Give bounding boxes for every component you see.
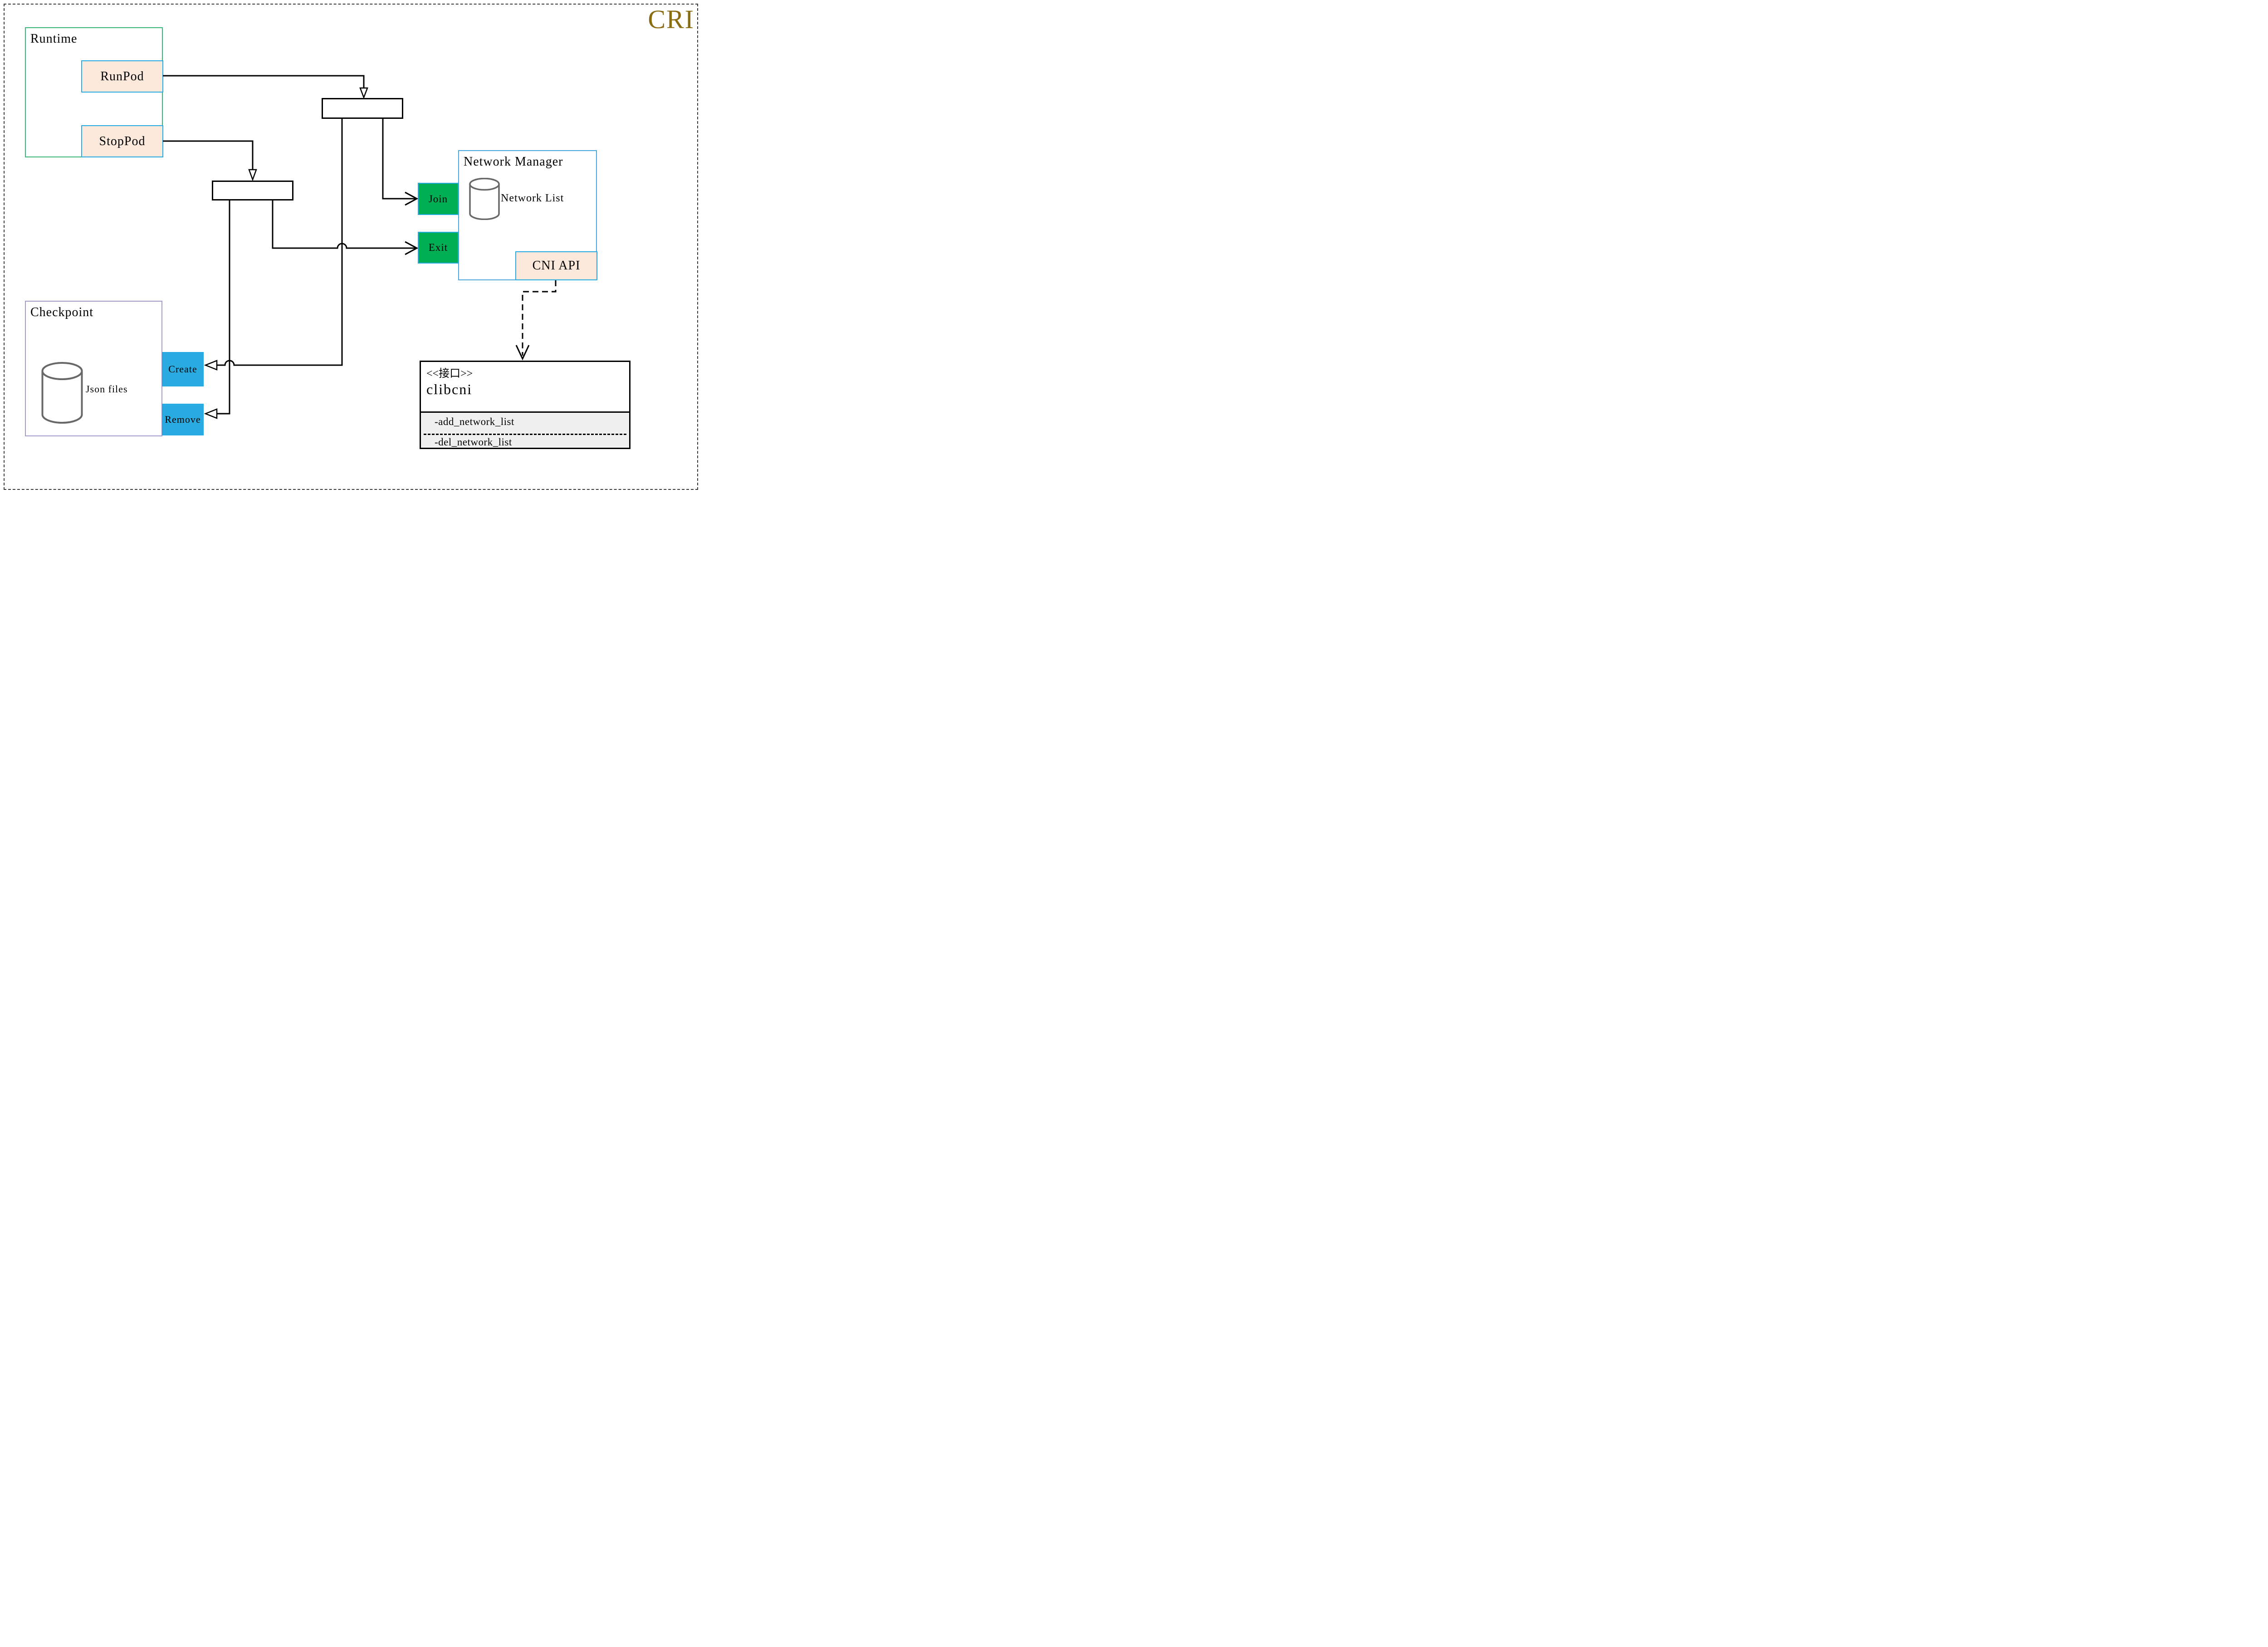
connector-bar1-to-create [217, 119, 343, 366]
stoppod-label: StopPod [99, 134, 146, 148]
method-del-network-list: -del_network_list [435, 436, 512, 448]
json-files-database-cylinder-icon [41, 362, 83, 424]
arrowhead-down-into-bar2 [248, 169, 257, 181]
connector-bar2-to-exit [272, 200, 416, 249]
connector-cniapi-to-clibcni-dashed [522, 280, 557, 356]
connector-runpod-to-bar1 [163, 75, 365, 88]
exit-label: Exit [428, 242, 448, 253]
connector-bar2-to-remove [217, 200, 230, 415]
cni-api-node: CNI API [515, 251, 597, 280]
diagram-title: CRI [648, 5, 694, 34]
junction-bar-top [322, 98, 403, 119]
stoppod-node: StopPod [81, 125, 163, 157]
network-manager-label: Network Manager [464, 155, 563, 169]
connector-bar1-to-join [382, 119, 416, 200]
clibcni-interface-box: <<接口>> clibcni -add_network_list -del_ne… [420, 361, 631, 449]
runpod-label: RunPod [100, 69, 144, 83]
remove-label: Remove [165, 414, 201, 425]
arrowhead-down-into-clibcni [515, 345, 530, 361]
join-node: Join [418, 183, 459, 215]
interface-methods-section: -add_network_list -del_network_list [421, 411, 629, 448]
interface-stereotype: <<接口>> [426, 368, 473, 380]
cni-api-label: CNI API [532, 259, 581, 273]
create-node: Create [162, 352, 204, 386]
junction-bar-middle [212, 181, 293, 200]
method-add-network-list: -add_network_list [435, 416, 514, 427]
create-label: Create [168, 363, 197, 375]
method-divider-dashed [424, 434, 626, 435]
arrowhead-left-into-remove [204, 408, 218, 419]
json-files-label: Json files [86, 383, 128, 395]
checkpoint-label: Checkpoint [30, 305, 94, 319]
interface-name: clibcni [426, 381, 473, 397]
arrowhead-right-into-exit [405, 241, 419, 255]
diagram-canvas: CRI Runtime RunPod StopPod Network Manag… [0, 0, 702, 494]
remove-node: Remove [162, 404, 204, 435]
exit-node: Exit [418, 232, 459, 264]
arrowhead-right-into-join [405, 191, 419, 206]
runpod-node: RunPod [81, 60, 163, 93]
arrowhead-down-into-bar1 [359, 87, 368, 99]
runtime-label: Runtime [30, 32, 78, 46]
join-label: Join [428, 193, 448, 205]
network-list-database-cylinder-icon [469, 177, 500, 220]
network-list-label: Network List [501, 192, 564, 204]
connector-stoppod-to-bar2 [163, 140, 254, 170]
arrowhead-left-into-create [204, 360, 218, 371]
